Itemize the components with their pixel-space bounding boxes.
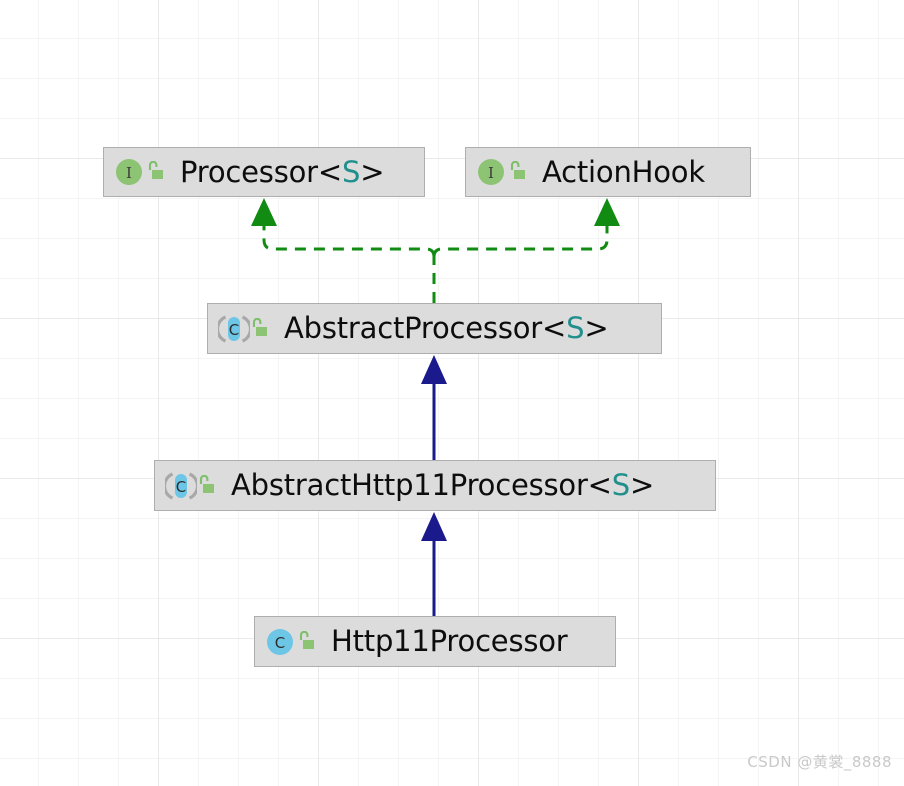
uml-node-label: AbstractHttp11Processor<S> — [231, 468, 655, 502]
uml-node-abstract-http11-processor[interactable]: C AbstractHttp11Processor<S> — [154, 460, 716, 511]
interface-icon: I — [114, 157, 144, 187]
watermark: CSDN @黄裳_8888 — [747, 753, 892, 771]
uml-node-label: AbstractProcessor<S> — [284, 311, 609, 345]
unlocked-padlock-icon — [146, 161, 166, 183]
unlocked-padlock-icon — [297, 630, 317, 653]
icon-group: C — [265, 627, 317, 657]
uml-node-label: ActionHook — [542, 154, 705, 189]
icon-group: I — [114, 157, 166, 187]
realization-arrowhead-actionhook — [594, 198, 620, 226]
realization-branch-actionhook — [432, 222, 609, 258]
svg-text:C: C — [275, 634, 285, 652]
uml-node-label: Http11Processor — [331, 624, 568, 658]
svg-text:I: I — [126, 164, 132, 182]
abstract-class-icon: C — [165, 471, 197, 501]
icon-group: C — [165, 471, 217, 501]
edge-generalization-abstracthttp11 — [421, 355, 447, 460]
uml-node-abstract-processor[interactable]: C AbstractProcessor<S> — [207, 303, 662, 354]
abstract-class-icon: C — [218, 314, 250, 344]
uml-node-action-hook[interactable]: I ActionHook — [465, 147, 751, 197]
icon-group: C — [218, 314, 270, 344]
unlocked-padlock-icon — [508, 161, 528, 183]
generalization-arrowhead-http11 — [421, 512, 447, 541]
uml-node-processor[interactable]: I Processor<S> — [103, 147, 425, 197]
unlocked-padlock-icon — [250, 317, 270, 340]
realization-branch-processor — [262, 222, 436, 258]
icon-group: I — [476, 157, 528, 187]
generalization-arrowhead-abstracthttp11 — [421, 355, 447, 384]
class-icon: C — [265, 627, 295, 657]
interface-icon: I — [476, 157, 506, 187]
realization-arrowhead-processor — [251, 198, 277, 226]
unlocked-padlock-icon — [197, 474, 217, 497]
svg-text:I: I — [488, 164, 494, 182]
uml-node-http11-processor[interactable]: C Http11Processor — [254, 616, 616, 667]
edge-generalization-http11 — [421, 512, 447, 616]
svg-text:C: C — [229, 321, 239, 339]
uml-node-label: Processor<S> — [180, 154, 385, 189]
edge-realization-group — [251, 198, 620, 303]
svg-text:C: C — [176, 478, 186, 496]
